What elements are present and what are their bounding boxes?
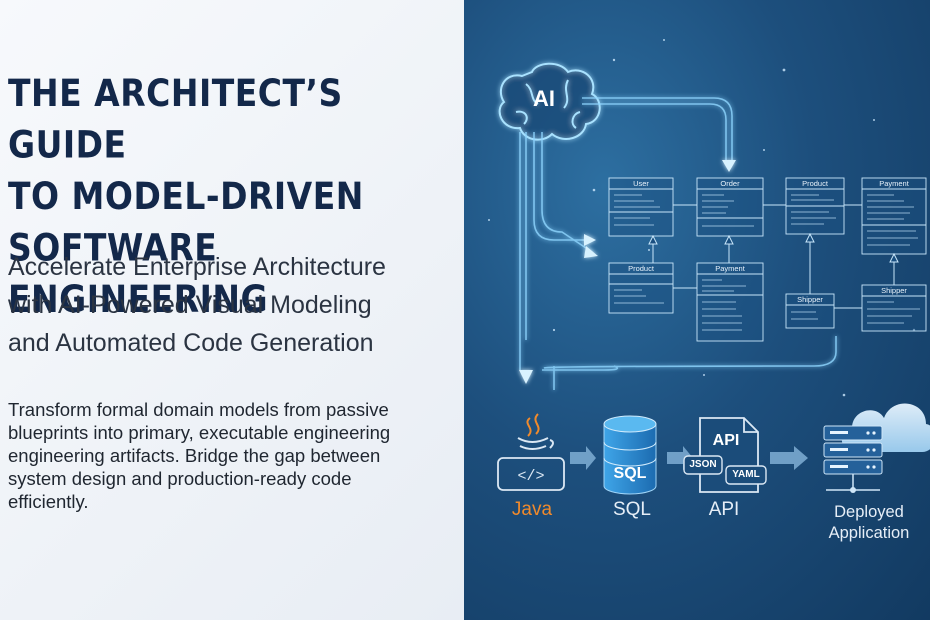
deployed-line-1: Deployed (834, 503, 904, 521)
left-panel: THE ARCHITECT’S GUIDE TO MODEL-DRIVEN SO… (0, 0, 464, 620)
class-box-product-2 (608, 262, 674, 314)
class-title-order: Order (720, 179, 740, 188)
flow-arrowheads (519, 160, 736, 384)
class-title-payment-2: Payment (715, 264, 745, 273)
ai-label: AI (533, 86, 555, 111)
java-label: Java (511, 499, 553, 520)
deployed-line-2: Application (828, 524, 910, 542)
uml-arrowheads (648, 232, 899, 263)
svg-text:</>: </> (517, 468, 544, 485)
title-line-2: TO MODEL-DRIVEN (8, 174, 364, 219)
data-flow-lines (519, 97, 837, 390)
illustration-panel: </> (464, 0, 930, 620)
api-document-icon (683, 417, 767, 493)
java-icon: </> (497, 413, 565, 491)
body-paragraph: Transform formal domain models from pass… (8, 398, 458, 513)
title-line-1: THE ARCHITECT’S GUIDE (8, 71, 343, 167)
deployed-application-label: Deployed Application (814, 502, 924, 544)
class-box-payment (861, 177, 927, 255)
class-title-shipper: Shipper (797, 295, 823, 304)
subtitle-line-3: and Automated Code Generation (8, 329, 374, 357)
body-line-1: Transform formal domain models from pass… (8, 399, 389, 420)
body-line-2: blueprints into primary, executable engi… (8, 422, 391, 443)
class-title-shipper-2: Shipper (881, 286, 907, 295)
database-icon (603, 415, 657, 495)
json-tag: JSON (689, 459, 717, 470)
brain-icon (498, 62, 601, 141)
uml-associations (652, 204, 895, 309)
api-icon-text: API (712, 432, 740, 449)
title-line-3: SOFTWARE ENGINEERING (8, 225, 269, 322)
class-title-product-2: Product (628, 264, 654, 273)
sql-icon-text: SQL (613, 465, 647, 482)
subtitle: Accelerate Enterprise Architecture with … (8, 248, 458, 362)
body-line-3: engineering artifacts. Bridge the gap be… (8, 445, 381, 466)
body-line-4: system design and production-ready code (8, 468, 352, 489)
illustration-graphic: </> (488, 39, 930, 495)
api-label: API (708, 499, 740, 520)
class-title-user: User (633, 179, 649, 188)
class-member-lines (614, 194, 920, 331)
body-line-5: efficiently. (8, 491, 89, 512)
subtitle-line-2: with AI-Powered Visual Modeling (8, 291, 372, 319)
class-title-product: Product (802, 179, 828, 188)
class-box-shipper (785, 293, 835, 329)
page-title: THE ARCHITECT’S GUIDE TO MODEL-DRIVEN SO… (8, 68, 458, 326)
uml-diagram (608, 177, 927, 342)
yaml-tag: YAML (732, 469, 760, 480)
sql-label: SQL (612, 499, 652, 520)
server-icon (823, 425, 883, 493)
class-title-payment: Payment (879, 179, 909, 188)
subtitle-line-1: Accelerate Enterprise Architecture (8, 253, 386, 281)
